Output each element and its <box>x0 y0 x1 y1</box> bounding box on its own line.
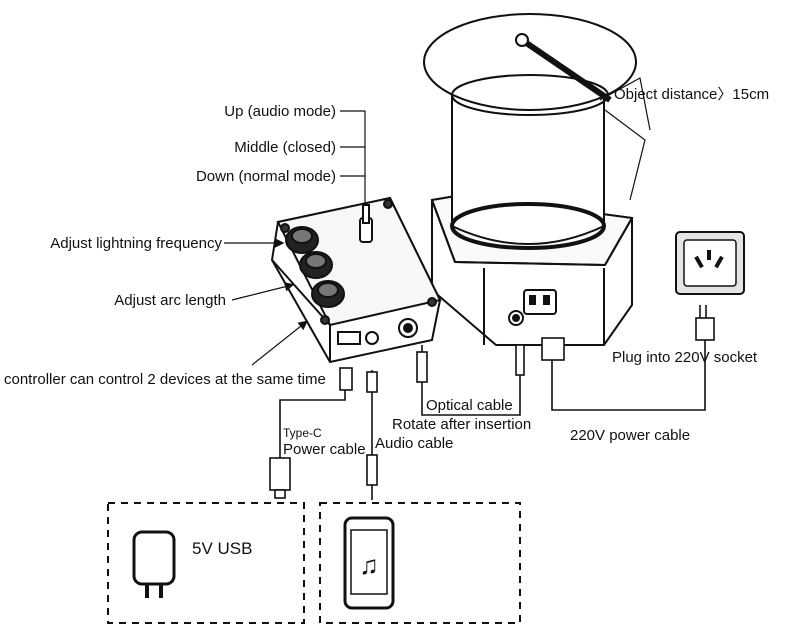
label-switch-down: Down (normal mode) <box>196 168 336 185</box>
controller-box <box>270 196 442 364</box>
label-power-cable-220: 220V power cable <box>570 427 690 444</box>
cables <box>269 305 715 500</box>
label-knob-frequency: Adjust lightning frequency <box>50 235 222 252</box>
leader-lines <box>224 110 366 366</box>
usb-charger-icon <box>132 530 176 598</box>
label-controller-note: controller can control 2 devices at the … <box>4 371 326 388</box>
label-type-c: Type-C <box>283 426 322 440</box>
wall-socket-icon <box>675 231 745 295</box>
label-object-distance: Object distance〉15cm <box>614 86 769 103</box>
music-phone-icon: ♫ <box>343 516 395 610</box>
label-switch-up: Up (audio mode) <box>224 103 336 120</box>
label-audio-cable: Audio cable <box>375 435 453 452</box>
music-note-icon: ♫ <box>359 550 379 580</box>
label-usb-5v: 5V USB <box>192 539 252 558</box>
power-box <box>107 502 305 624</box>
object-distance-marker <box>599 77 651 201</box>
device-boxes <box>107 502 521 624</box>
label-power-cable: Power cable <box>283 441 366 458</box>
label-plug-socket: Plug into 220V socket <box>612 349 758 366</box>
label-rotate-insert: Rotate after insertion <box>392 416 531 433</box>
label-switch-middle: Middle (closed) <box>234 139 336 156</box>
tesla-coil-device <box>423 13 637 346</box>
label-knob-arc: Adjust arc length <box>114 292 226 309</box>
phone-box <box>319 502 521 624</box>
label-optical-cable: Optical cable <box>426 397 513 414</box>
